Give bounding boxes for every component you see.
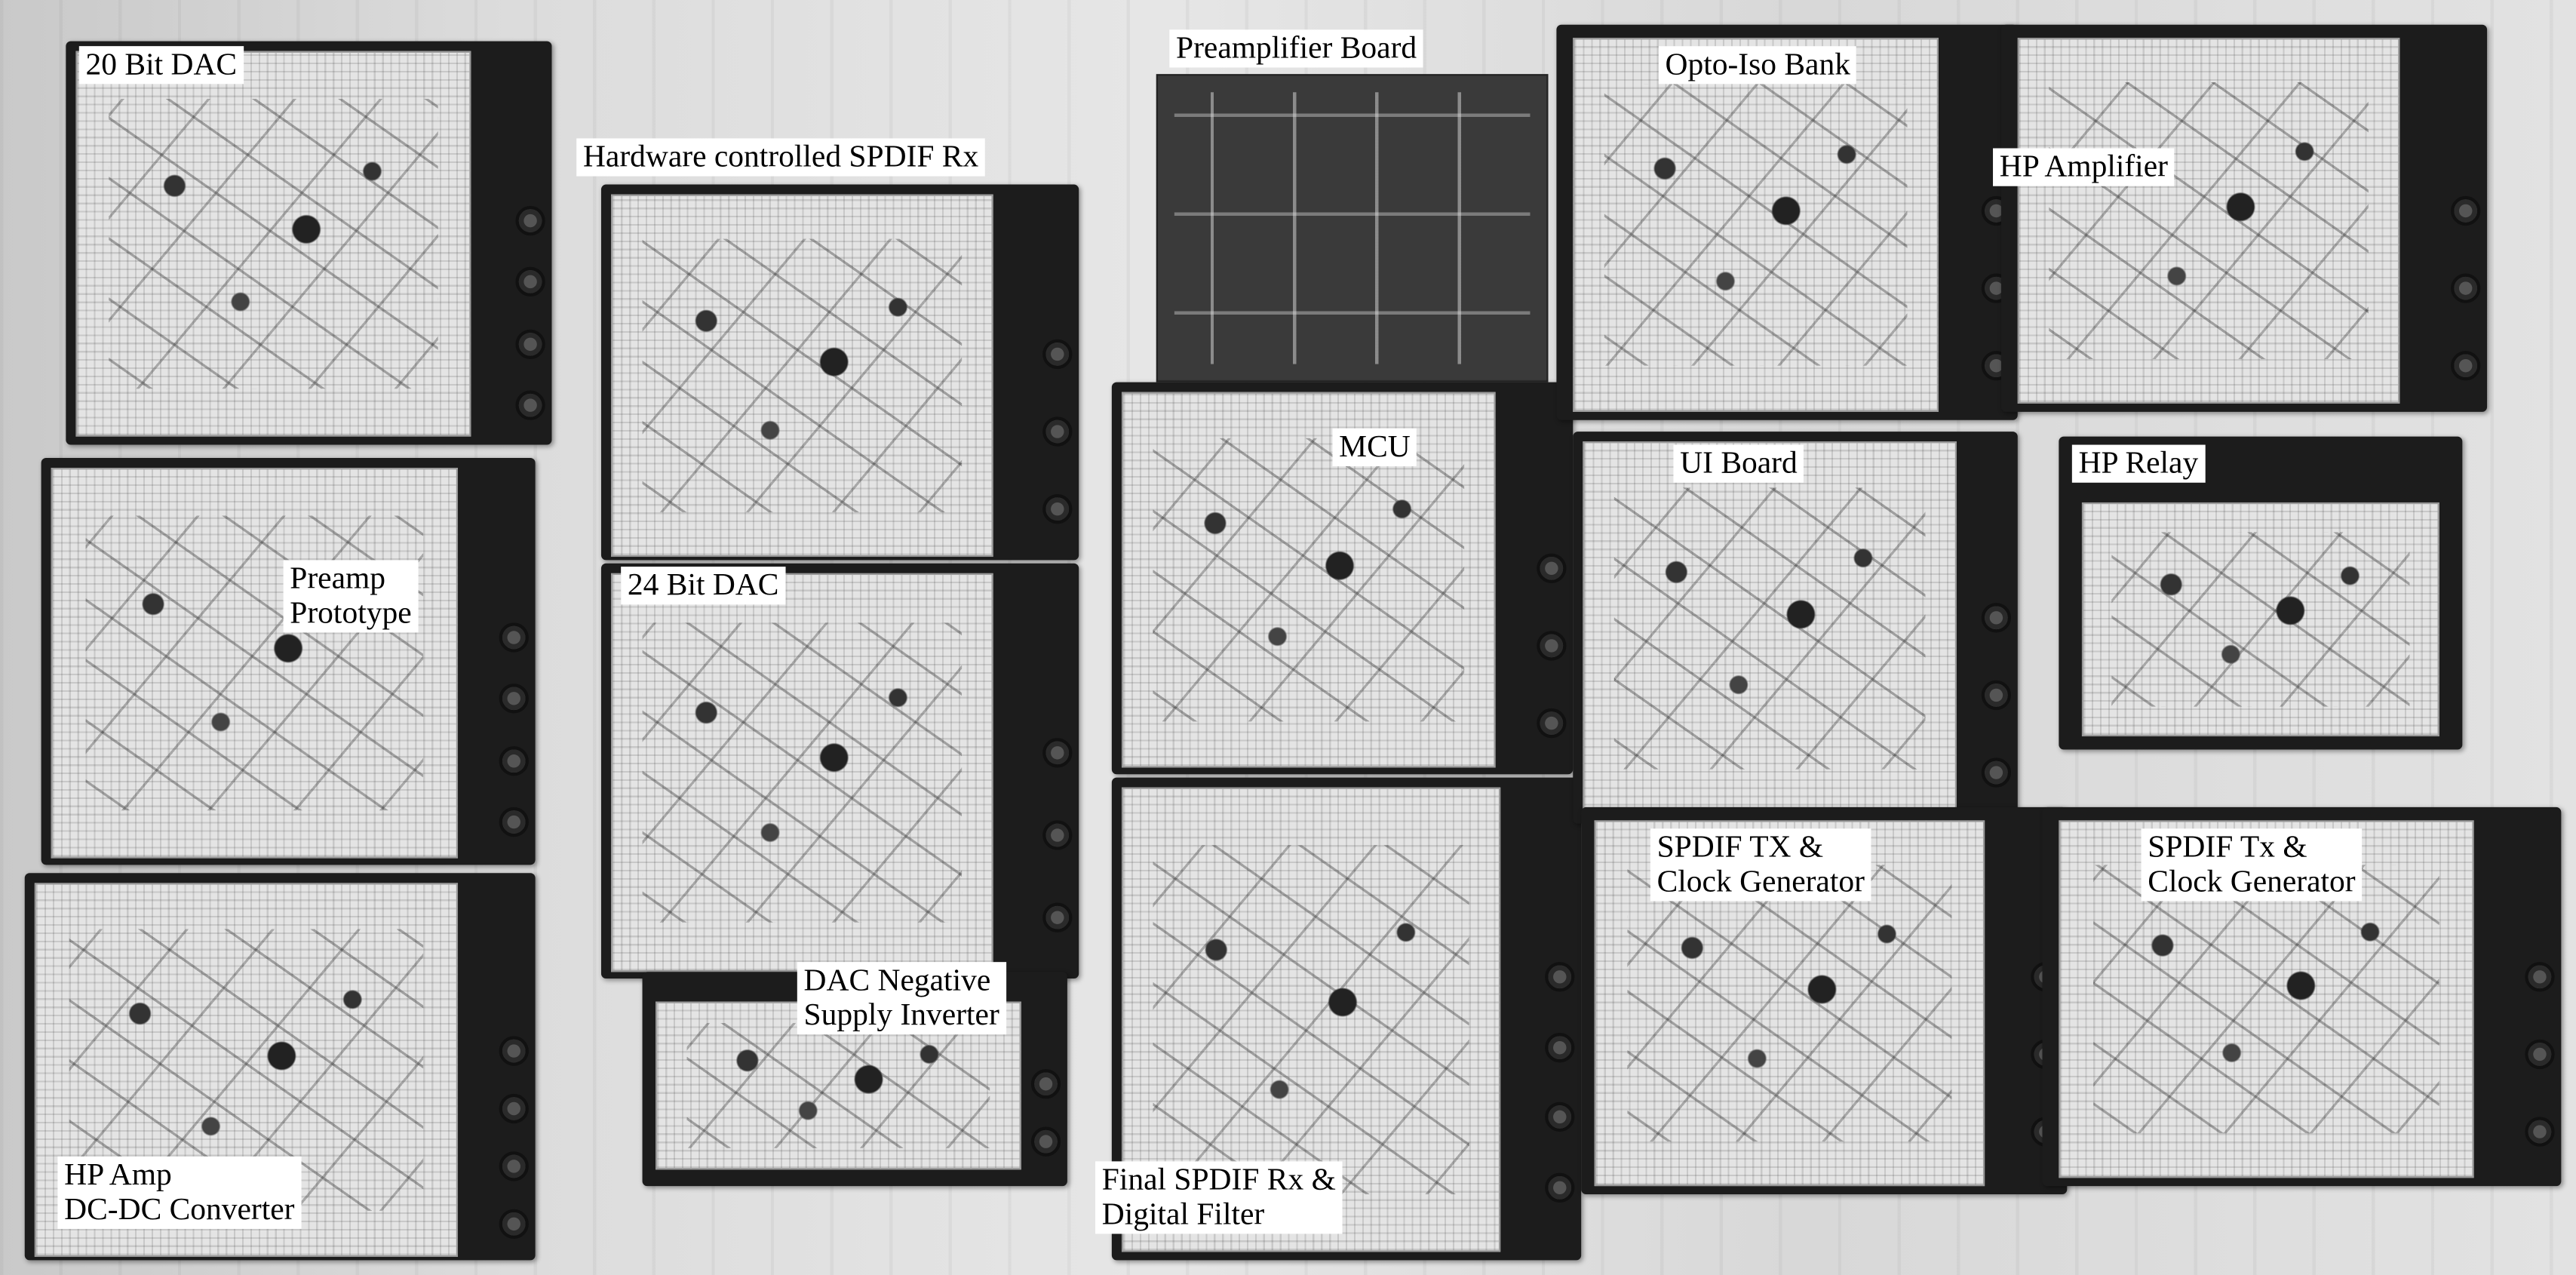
board-24-bit-dac xyxy=(600,563,1079,979)
label-spdif-tx-clock-2: SPDIF Tx & Clock Generator xyxy=(2141,828,2363,902)
label-mcu: MCU xyxy=(1332,428,1417,466)
label-spdif-tx-clock-1: SPDIF TX & Clock Generator xyxy=(1650,828,1871,902)
board-spdif-tx-2 xyxy=(2042,806,2562,1187)
board-hp-relay xyxy=(2059,436,2463,750)
board-hw-spdif-rx xyxy=(600,184,1079,561)
label-final-spdif-rx: Final SPDIF Rx & Digital Filter xyxy=(1095,1161,1343,1234)
label-ui-board: UI Board xyxy=(1673,444,1804,483)
board-opto-iso-bank xyxy=(1556,24,2018,420)
board-20-bit-dac xyxy=(66,41,552,445)
board-hp-amplifier xyxy=(2000,24,2488,412)
board-mcu xyxy=(1111,382,1574,775)
label-hp-amplifier: HP Amplifier xyxy=(1993,148,2175,186)
board-ui xyxy=(1573,432,2018,824)
label-preamplifier-board: Preamplifier Board xyxy=(1169,29,1423,68)
label-preamp-prototype: Preamp Prototype xyxy=(283,560,419,633)
label-dac-negative-supply: DAC Negative Supply Inverter xyxy=(797,962,1006,1035)
board-preamplifier-pcb xyxy=(1156,74,1549,382)
label-24-bit-dac: 24 Bit DAC xyxy=(621,567,786,605)
label-hp-relay: HP Relay xyxy=(2071,444,2205,483)
label-20-bit-dac: 20 Bit DAC xyxy=(78,46,244,84)
label-hp-amp-dcdc: HP Amp DC-DC Converter xyxy=(57,1156,302,1229)
label-hw-spdif-rx: Hardware controlled SPDIF Rx xyxy=(576,138,985,177)
label-opto-iso-bank: Opto-Iso Bank xyxy=(1658,46,1857,84)
board-preamp-prototype xyxy=(41,458,536,865)
